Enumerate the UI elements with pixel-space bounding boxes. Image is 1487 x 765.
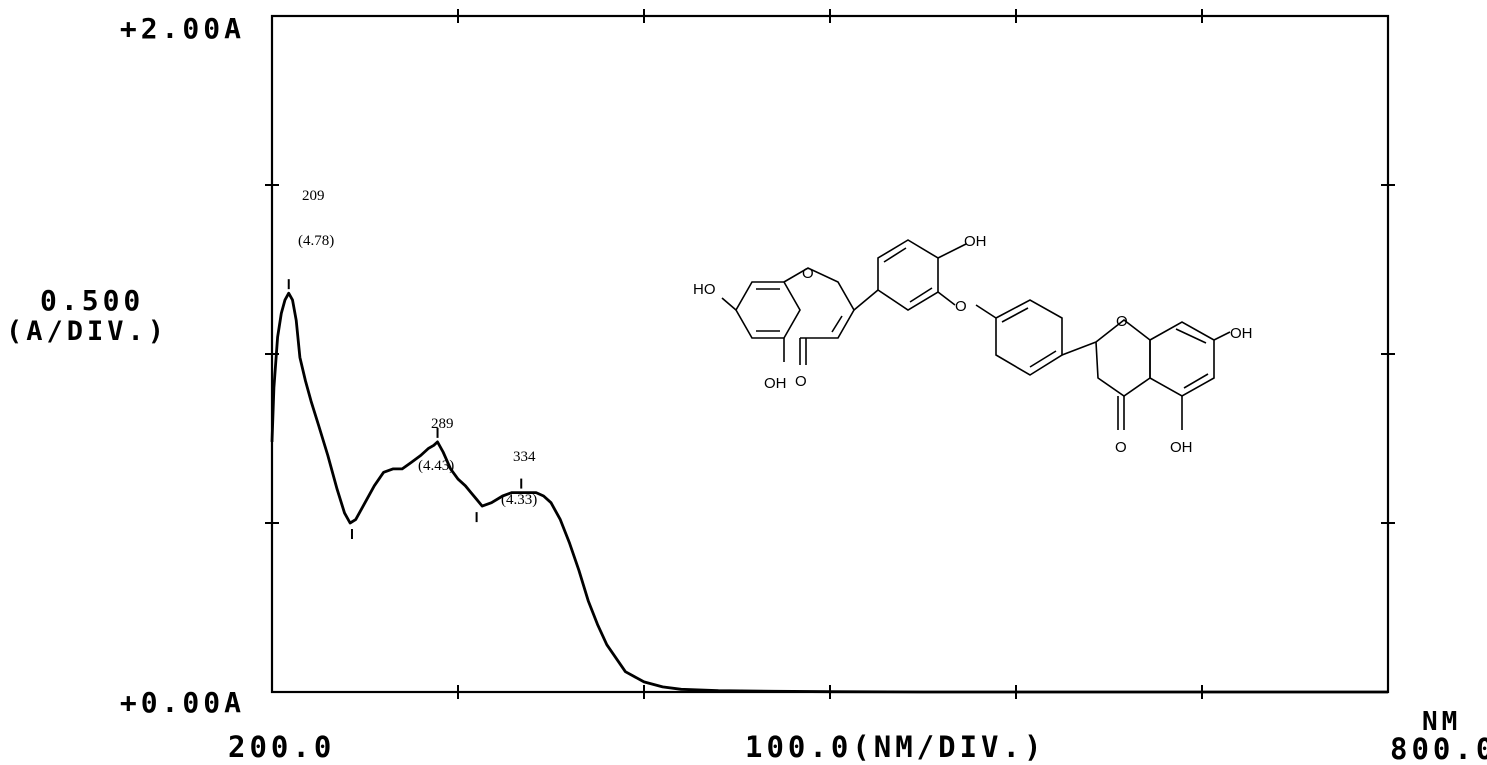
molecular-structure: HO O OH O OH O O OH O OH (693, 233, 1253, 456)
axis-ticks (265, 9, 1395, 699)
x-scale-label: 100.0(NM/DIV.) (745, 730, 1045, 764)
peak-334-wavelength: 334 (513, 449, 536, 465)
plot-frame (270, 14, 1390, 694)
x-end-label: 800.0 (1390, 732, 1487, 765)
peak-289-value: (4.43) (418, 458, 454, 474)
y-scale-unit: (A/DIV.) (6, 316, 168, 347)
mol-label-o1: O (802, 265, 814, 282)
mol-label-oh2: OH (764, 375, 787, 392)
peak-209-wavelength: 209 (302, 188, 325, 204)
mol-label-o3: O (955, 298, 967, 315)
mol-label-o2: O (795, 373, 807, 390)
y-scale-value: 0.500 (40, 284, 144, 317)
mol-label-oh4: OH (1230, 325, 1253, 342)
peak-334-value: (4.33) (501, 492, 537, 508)
peak-209-value: (4.78) (298, 233, 334, 249)
spectrum-series-line (270, 291, 1388, 694)
mol-label-oh5: OH (1170, 439, 1193, 456)
mol-label-o4: O (1116, 313, 1128, 330)
mol-label-oh3: OH (964, 233, 987, 250)
mol-label-o5: O (1115, 439, 1127, 456)
y-top-label: +2.00A (120, 12, 245, 45)
mol-label-ho: HO (693, 281, 716, 298)
peak-markers (287, 279, 523, 539)
y-bottom-label: +0.00A (120, 686, 245, 719)
x-start-label: 200.0 (228, 730, 335, 764)
x-unit-label: NM (1422, 707, 1461, 737)
peak-289-wavelength: 289 (431, 416, 454, 432)
